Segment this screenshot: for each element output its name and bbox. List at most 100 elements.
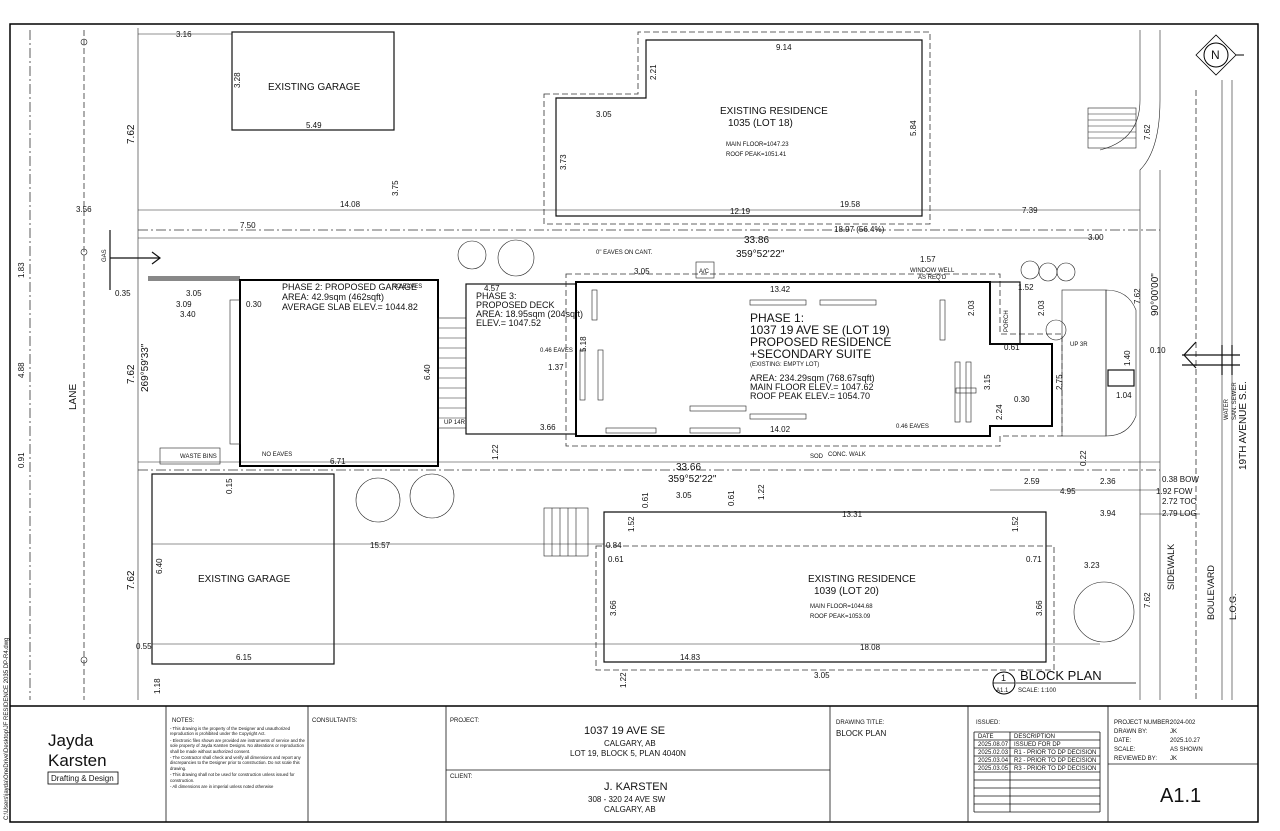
notes-header: NOTES: xyxy=(172,718,195,724)
boulevard-label: BOULEVARD xyxy=(1206,565,1216,620)
company-name-3: Drafting & Design xyxy=(51,774,114,783)
residence-1039-eaves xyxy=(595,545,1055,671)
note-item: - Electronic files shown are provided ar… xyxy=(170,737,305,754)
svg-text:7.62: 7.62 xyxy=(1133,288,1142,304)
svg-text:4.57: 4.57 xyxy=(484,284,500,293)
residence-1039 xyxy=(603,511,1047,663)
svg-text:WASTE BINS: WASTE BINS xyxy=(180,454,217,460)
svg-text:DRAWN BY:: DRAWN BY: xyxy=(1114,729,1148,735)
issued-date: 2025.08.07 xyxy=(978,742,1009,748)
block-plan-sheet: A1.1 xyxy=(996,688,1009,694)
svg-text:UP 14R: UP 14R xyxy=(444,420,466,426)
svg-text:90°00'00": 90°00'00" xyxy=(1150,273,1161,316)
block-plan-number: 1 xyxy=(1001,673,1006,683)
svg-text:3.16: 3.16 xyxy=(176,30,192,39)
svg-text:JK: JK xyxy=(1170,729,1177,735)
existing-garage-top-label: EXISTING GARAGE xyxy=(268,82,361,93)
residence-1035 xyxy=(555,39,923,217)
svg-text:0.55: 0.55 xyxy=(136,642,152,651)
svg-text:MAIN FLOOR ELEV.= 1047.62: MAIN FLOOR ELEV.= 1047.62 xyxy=(750,382,873,392)
street-lines xyxy=(1099,30,1233,700)
company-name-1: Jayda xyxy=(48,731,94,750)
svg-text:3.66: 3.66 xyxy=(540,423,556,432)
svg-text:9.14: 9.14 xyxy=(776,43,792,52)
svg-text:1.52: 1.52 xyxy=(1011,516,1020,532)
svg-text:DATE:: DATE: xyxy=(1114,738,1132,744)
svg-text:1.37: 1.37 xyxy=(548,363,564,372)
svg-text:6.40: 6.40 xyxy=(155,558,164,574)
svg-text:AS REQ'D: AS REQ'D xyxy=(918,275,947,281)
svg-text:0.61: 0.61 xyxy=(727,490,736,506)
issued-header: ISSUED: xyxy=(976,720,1000,726)
svg-text:0.84: 0.84 xyxy=(606,541,622,550)
project-header: PROJECT: xyxy=(450,718,479,724)
issued-description: R2 - PRIOR TO DP DECISION xyxy=(1014,758,1096,764)
gray-strip xyxy=(148,276,240,281)
svg-text:PROPOSED RESIDENCE: PROPOSED RESIDENCE xyxy=(750,335,891,349)
company-tag-box xyxy=(47,771,119,785)
title-block xyxy=(165,706,1258,822)
svg-text:0" EAVES ON CANT.: 0" EAVES ON CANT. xyxy=(596,250,653,256)
waste-bins xyxy=(159,447,221,465)
svg-text:2.24: 2.24 xyxy=(995,404,1004,420)
svg-text:6.71: 6.71 xyxy=(330,457,346,466)
svg-text:1.52: 1.52 xyxy=(627,516,636,532)
block-plan-title: BLOCK PLAN xyxy=(1020,668,1102,683)
svg-text:PROJECT NUMBER:: PROJECT NUMBER: xyxy=(1114,720,1172,726)
svg-text:0.38 BOW: 0.38 BOW xyxy=(1162,475,1199,484)
svg-text:3.75: 3.75 xyxy=(391,180,400,196)
svg-text:0.46 EAVES: 0.46 EAVES xyxy=(540,348,573,354)
issued-description: ISSUED FOR DP xyxy=(1014,742,1061,748)
svg-text:0.91: 0.91 xyxy=(17,452,26,468)
svg-text:7.50: 7.50 xyxy=(240,221,256,230)
svg-text:2.21: 2.21 xyxy=(649,64,658,80)
svg-text:1035 (LOT 18): 1035 (LOT 18) xyxy=(728,118,793,129)
svg-text:3.05: 3.05 xyxy=(814,671,830,680)
svg-text:15.57: 15.57 xyxy=(370,541,391,550)
svg-text:PHASE 2: PROPOSED GARAGE: PHASE 2: PROPOSED GARAGE xyxy=(282,282,417,292)
svg-text:1.22: 1.22 xyxy=(757,484,766,500)
svg-text:2.72 TOC: 2.72 TOC xyxy=(1162,497,1197,506)
svg-text:18.08: 18.08 xyxy=(860,643,881,652)
svg-text:2024-002: 2024-002 xyxy=(1170,720,1196,726)
sheet-number: A1.1 xyxy=(1160,785,1201,807)
svg-text:0.35: 0.35 xyxy=(115,289,131,298)
svg-text:EXISTING RESIDENCE: EXISTING RESIDENCE xyxy=(720,106,828,117)
svg-text:3.73: 3.73 xyxy=(559,154,568,170)
svg-text:1.22: 1.22 xyxy=(491,444,500,460)
svg-text:4.88: 4.88 xyxy=(17,362,26,378)
svg-text:13.31: 13.31 xyxy=(842,510,863,519)
gas-line xyxy=(109,230,161,290)
lane-lines xyxy=(29,28,139,700)
client-line-2: 308 - 320 24 AVE SW xyxy=(588,795,666,804)
svg-text:14.83: 14.83 xyxy=(680,653,701,662)
svg-text:3.23: 3.23 xyxy=(1084,561,1100,570)
svg-text:5.18: 5.18 xyxy=(579,336,588,352)
stairs-top-right xyxy=(1087,107,1137,149)
svg-text:3.66: 3.66 xyxy=(1035,600,1044,616)
avenue-label: 19TH AVENUE S.E. xyxy=(1238,381,1249,470)
client-line-3: CALGARY, AB xyxy=(604,805,656,814)
client-header: CLIENT: xyxy=(450,774,473,780)
svg-text:AS SHOWN: AS SHOWN xyxy=(1170,747,1203,753)
svg-text:7.62: 7.62 xyxy=(126,124,137,144)
svg-text:PHASE 3:: PHASE 3: xyxy=(476,291,517,301)
project-line-2: CALGARY, AB xyxy=(604,739,656,748)
block-plan-tag xyxy=(992,671,1136,695)
svg-text:1039 (LOT 20): 1039 (LOT 20) xyxy=(814,586,879,597)
svg-text:PORCH: PORCH xyxy=(1004,310,1010,332)
company-name-2: Karsten xyxy=(48,751,107,770)
svg-text:NO EAVES: NO EAVES xyxy=(262,452,292,458)
svg-text:3.40: 3.40 xyxy=(180,310,196,319)
svg-text:1.04: 1.04 xyxy=(1116,391,1132,400)
porch xyxy=(989,281,1021,345)
svg-text:REVIEWED BY:: REVIEWED BY: xyxy=(1114,756,1157,762)
svg-text:0.61: 0.61 xyxy=(641,492,650,508)
svg-text:EXISTING RESIDENCE: EXISTING RESIDENCE xyxy=(808,574,916,585)
svg-text:A/C: A/C xyxy=(699,269,710,275)
svg-text:ROOF PEAK=1053.09: ROOF PEAK=1053.09 xyxy=(810,614,871,620)
svg-text:0.10: 0.10 xyxy=(1150,346,1166,355)
svg-text:14.08: 14.08 xyxy=(340,200,361,209)
svg-text:269°59'33": 269°59'33" xyxy=(140,343,151,392)
svg-text:0.30: 0.30 xyxy=(1014,395,1030,404)
